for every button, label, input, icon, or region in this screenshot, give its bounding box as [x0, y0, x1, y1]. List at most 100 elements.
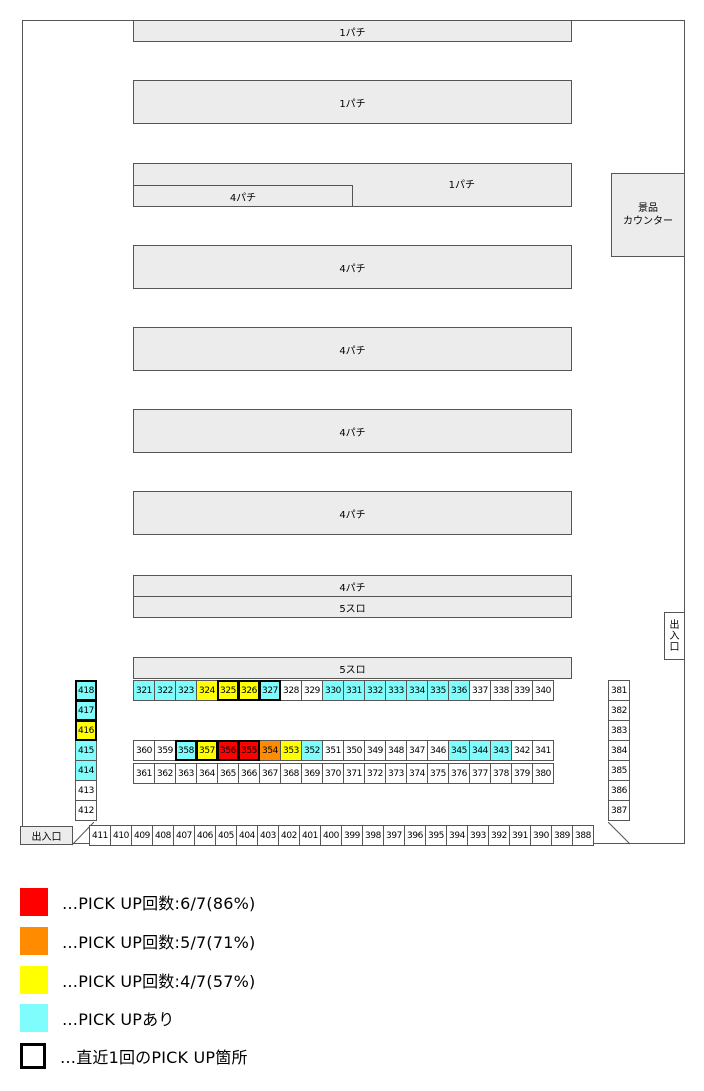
machine-410[interactable]: 410 [110, 825, 132, 846]
machine-406[interactable]: 406 [194, 825, 216, 846]
machine-413[interactable]: 413 [75, 780, 97, 801]
machine-352[interactable]: 352 [301, 740, 323, 761]
machine-392[interactable]: 392 [488, 825, 510, 846]
machine-373[interactable]: 373 [385, 763, 407, 784]
machine-368[interactable]: 368 [280, 763, 302, 784]
machine-384[interactable]: 384 [608, 740, 630, 761]
machine-380[interactable]: 380 [532, 763, 554, 784]
machine-390[interactable]: 390 [530, 825, 552, 846]
machine-399[interactable]: 399 [341, 825, 363, 846]
machine-376[interactable]: 376 [448, 763, 470, 784]
machine-370[interactable]: 370 [322, 763, 344, 784]
machine-417[interactable]: 417 [75, 700, 97, 721]
machine-362[interactable]: 362 [154, 763, 176, 784]
machine-361[interactable]: 361 [133, 763, 155, 784]
entrance-left[interactable]: 出入口 [20, 826, 73, 845]
machine-402[interactable]: 402 [278, 825, 300, 846]
machine-351[interactable]: 351 [322, 740, 344, 761]
machine-372[interactable]: 372 [364, 763, 386, 784]
machine-400[interactable]: 400 [320, 825, 342, 846]
machine-379[interactable]: 379 [511, 763, 533, 784]
machine-367[interactable]: 367 [259, 763, 281, 784]
machine-332[interactable]: 332 [364, 680, 386, 701]
machine-385[interactable]: 385 [608, 760, 630, 781]
machine-333[interactable]: 333 [385, 680, 407, 701]
machine-412[interactable]: 412 [75, 800, 97, 821]
machine-340[interactable]: 340 [532, 680, 554, 701]
machine-322[interactable]: 322 [154, 680, 176, 701]
machine-349[interactable]: 349 [364, 740, 386, 761]
machine-328[interactable]: 328 [280, 680, 302, 701]
machine-382[interactable]: 382 [608, 700, 630, 721]
machine-394[interactable]: 394 [446, 825, 468, 846]
machine-397[interactable]: 397 [383, 825, 405, 846]
machine-401[interactable]: 401 [299, 825, 321, 846]
machine-393[interactable]: 393 [467, 825, 489, 846]
machine-326[interactable]: 326 [238, 680, 260, 701]
machine-411[interactable]: 411 [89, 825, 111, 846]
machine-359[interactable]: 359 [154, 740, 176, 761]
machine-409[interactable]: 409 [131, 825, 153, 846]
machine-335[interactable]: 335 [427, 680, 449, 701]
machine-325[interactable]: 325 [217, 680, 239, 701]
machine-374[interactable]: 374 [406, 763, 428, 784]
machine-330[interactable]: 330 [322, 680, 344, 701]
machine-331[interactable]: 331 [343, 680, 365, 701]
machine-354[interactable]: 354 [259, 740, 281, 761]
machine-343[interactable]: 343 [490, 740, 512, 761]
machine-324[interactable]: 324 [196, 680, 218, 701]
machine-391[interactable]: 391 [509, 825, 531, 846]
machine-356[interactable]: 356 [217, 740, 239, 761]
machine-404[interactable]: 404 [236, 825, 258, 846]
machine-336[interactable]: 336 [448, 680, 470, 701]
machine-345[interactable]: 345 [448, 740, 470, 761]
machine-415[interactable]: 415 [75, 740, 97, 761]
machine-369[interactable]: 369 [301, 763, 323, 784]
machine-337[interactable]: 337 [469, 680, 491, 701]
machine-386[interactable]: 386 [608, 780, 630, 801]
machine-321[interactable]: 321 [133, 680, 155, 701]
machine-416[interactable]: 416 [75, 720, 97, 741]
machine-375[interactable]: 375 [427, 763, 449, 784]
machine-396[interactable]: 396 [404, 825, 426, 846]
machine-398[interactable]: 398 [362, 825, 384, 846]
machine-353[interactable]: 353 [280, 740, 302, 761]
machine-377[interactable]: 377 [469, 763, 491, 784]
machine-329[interactable]: 329 [301, 680, 323, 701]
machine-403[interactable]: 403 [257, 825, 279, 846]
machine-387[interactable]: 387 [608, 800, 630, 821]
machine-355[interactable]: 355 [238, 740, 260, 761]
machine-334[interactable]: 334 [406, 680, 428, 701]
machine-389[interactable]: 389 [551, 825, 573, 846]
machine-407[interactable]: 407 [173, 825, 195, 846]
machine-358[interactable]: 358 [175, 740, 197, 761]
entrance-right[interactable]: 出 入 口 [664, 612, 685, 660]
machine-365[interactable]: 365 [217, 763, 239, 784]
machine-405[interactable]: 405 [215, 825, 237, 846]
machine-381[interactable]: 381 [608, 680, 630, 701]
machine-364[interactable]: 364 [196, 763, 218, 784]
machine-378[interactable]: 378 [490, 763, 512, 784]
machine-360[interactable]: 360 [133, 740, 155, 761]
machine-344[interactable]: 344 [469, 740, 491, 761]
machine-371[interactable]: 371 [343, 763, 365, 784]
machine-363[interactable]: 363 [175, 763, 197, 784]
machine-350[interactable]: 350 [343, 740, 365, 761]
machine-342[interactable]: 342 [511, 740, 533, 761]
machine-395[interactable]: 395 [425, 825, 447, 846]
machine-348[interactable]: 348 [385, 740, 407, 761]
machine-339[interactable]: 339 [511, 680, 533, 701]
machine-347[interactable]: 347 [406, 740, 428, 761]
machine-366[interactable]: 366 [238, 763, 260, 784]
machine-383[interactable]: 383 [608, 720, 630, 741]
machine-338[interactable]: 338 [490, 680, 512, 701]
machine-341[interactable]: 341 [532, 740, 554, 761]
machine-408[interactable]: 408 [152, 825, 174, 846]
machine-327[interactable]: 327 [259, 680, 281, 701]
machine-323[interactable]: 323 [175, 680, 197, 701]
machine-357[interactable]: 357 [196, 740, 218, 761]
machine-414[interactable]: 414 [75, 760, 97, 781]
machine-418[interactable]: 418 [75, 680, 97, 701]
machine-346[interactable]: 346 [427, 740, 449, 761]
machine-388[interactable]: 388 [572, 825, 594, 846]
